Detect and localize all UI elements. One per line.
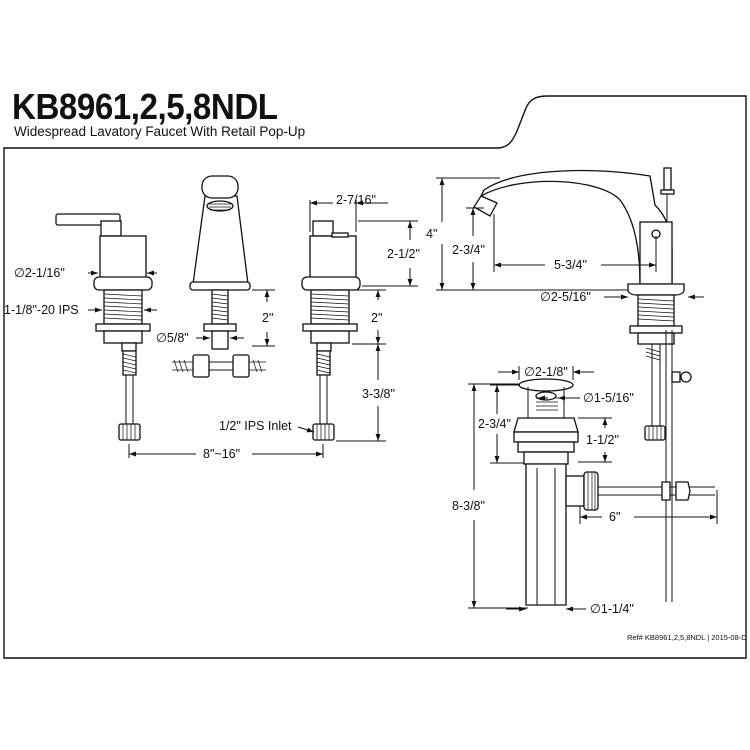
left-handle-assembly: [55, 213, 153, 441]
dim-supply-length: 3-3/8": [362, 387, 395, 401]
dim-tailpiece: ∅1-1/4": [590, 602, 634, 616]
dim-spread: 8"~16": [203, 447, 240, 461]
sheet-frame: [3, 95, 747, 659]
dim-pivot-rod: 6": [609, 510, 620, 524]
product-description: Widespread Lavatory Faucet With Retail P…: [14, 124, 306, 139]
dim-drain-overall: 8-3/8": [452, 499, 485, 513]
dim-inlet: 1/2" IPS Inlet: [219, 419, 292, 433]
dim-spout-nut: ∅5/8": [156, 331, 189, 345]
pop-up-drain: [513, 378, 715, 606]
dim-spout-reach: 5-3/4": [554, 258, 587, 272]
dim-drain-flange-height: 2-3/4": [478, 417, 511, 431]
dim-handle-height: 2-1/2": [387, 247, 420, 261]
model-title: KB8961,2,5,8NDL: [12, 86, 278, 127]
dim-overall-height: 4": [426, 227, 437, 241]
spout-front-view: [172, 175, 266, 378]
right-handle-assembly: [301, 220, 361, 441]
dim-shank-thread: 1-1/8"-20 IPS: [4, 303, 79, 317]
dim-handle-diameter: ∅2-1/16": [14, 266, 65, 280]
dim-spout-shank: 2": [262, 311, 273, 325]
dim-handle-width: 2-7/16": [336, 193, 376, 207]
faucet-side-view: [473, 167, 692, 602]
dim-drain-flange: ∅2-1/8": [524, 365, 568, 379]
dim-spout-height: 2-3/4": [452, 243, 485, 257]
dim-handle-shank: 2": [371, 311, 382, 325]
dim-spout-base: ∅2-5/16": [540, 290, 591, 304]
dimension-lines: [88, 177, 718, 612]
reference-code: Ref# KB8961,2,5,8NDL | 2015-08-D: [627, 633, 747, 642]
dim-drain-body: 1-1/2": [586, 433, 619, 447]
dim-drain-opening: ∅1-5/16": [583, 391, 634, 405]
